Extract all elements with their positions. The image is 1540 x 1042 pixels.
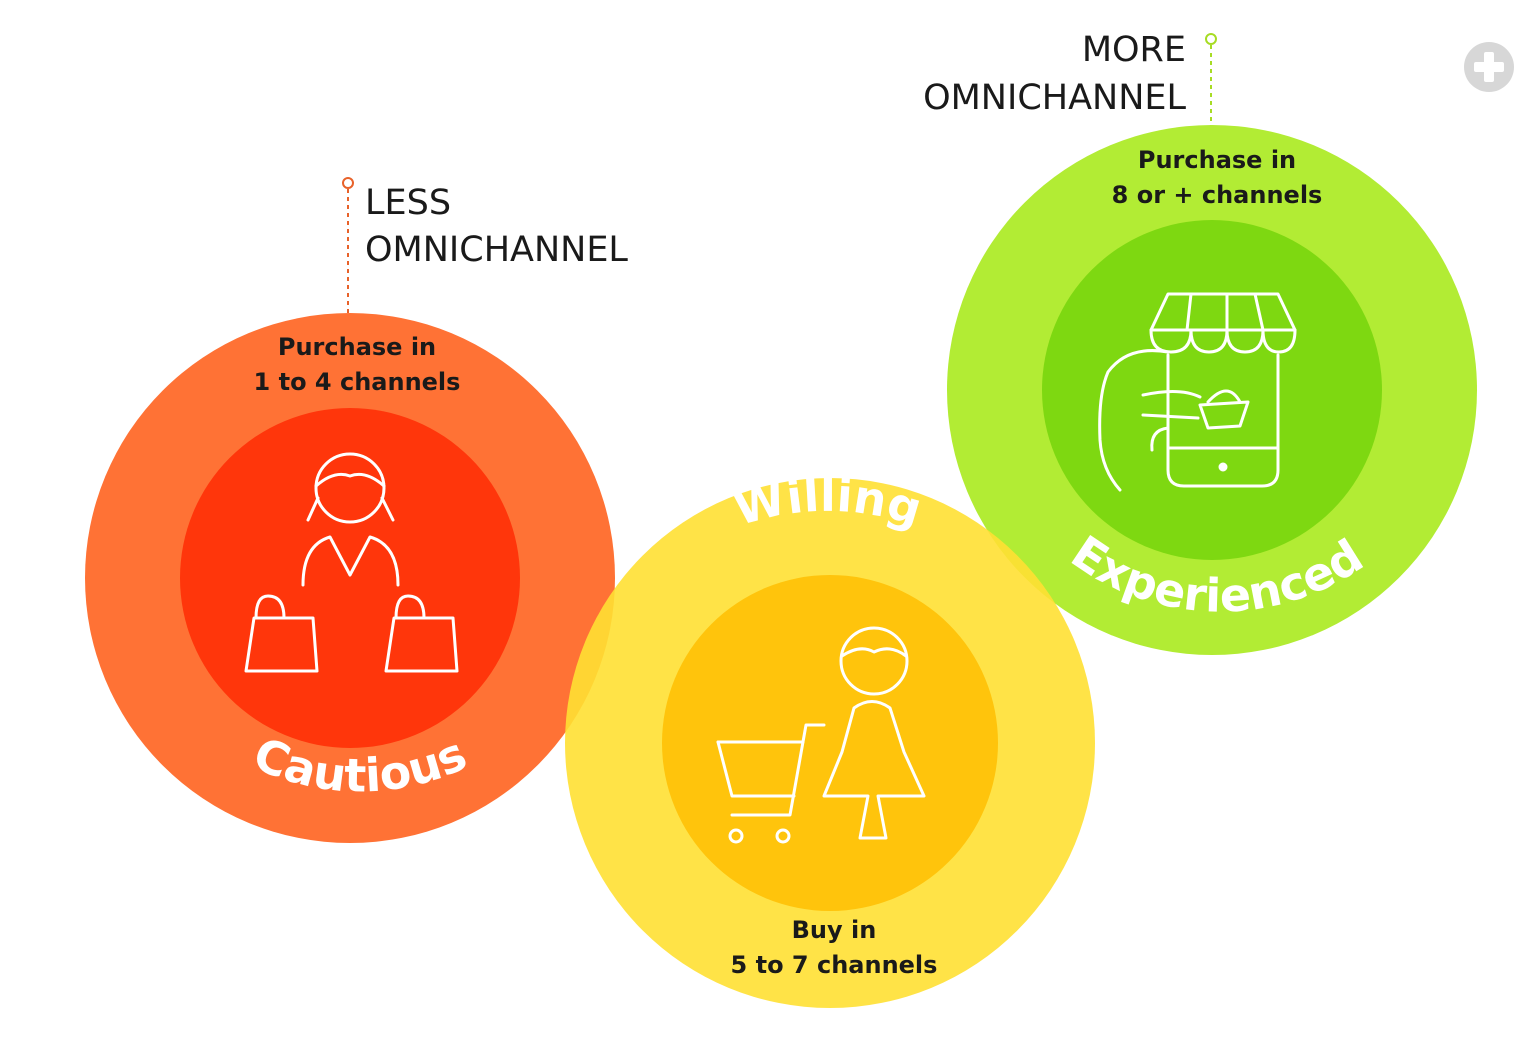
woman-shopping-bags-icon xyxy=(244,452,459,673)
cautious-inner-circle xyxy=(180,408,520,748)
person-shopping-cart-icon xyxy=(716,626,926,844)
less-label-line2: OMNICHANNEL xyxy=(365,230,628,270)
segment-experienced xyxy=(947,125,1477,655)
willing-desc-line2: 5 to 7 channels xyxy=(731,951,938,979)
cautious-desc-line2: 1 to 4 channels xyxy=(254,368,461,396)
mobile-store-hand-icon xyxy=(1098,292,1297,492)
plus-bar-v xyxy=(1484,52,1494,82)
experienced-desc-line1: Purchase in xyxy=(1138,146,1296,174)
more-label-line1: MORE xyxy=(1082,30,1186,70)
expand-button[interactable] xyxy=(1464,42,1514,92)
more-label-line2: OMNICHANNEL xyxy=(923,78,1186,118)
willing-desc-line1: Buy in xyxy=(792,916,877,944)
willing-inner-circle xyxy=(662,575,998,911)
segment-cautious xyxy=(85,313,615,843)
segment-willing xyxy=(565,478,1095,1008)
less-omnichannel-marker xyxy=(342,177,354,322)
experienced-desc-line2: 8 or + channels xyxy=(1112,181,1323,209)
less-label-line1: LESS xyxy=(365,183,451,223)
more-omnichannel-marker xyxy=(1205,33,1217,128)
experienced-inner-circle xyxy=(1042,220,1382,560)
cautious-desc-line1: Purchase in xyxy=(278,333,436,361)
